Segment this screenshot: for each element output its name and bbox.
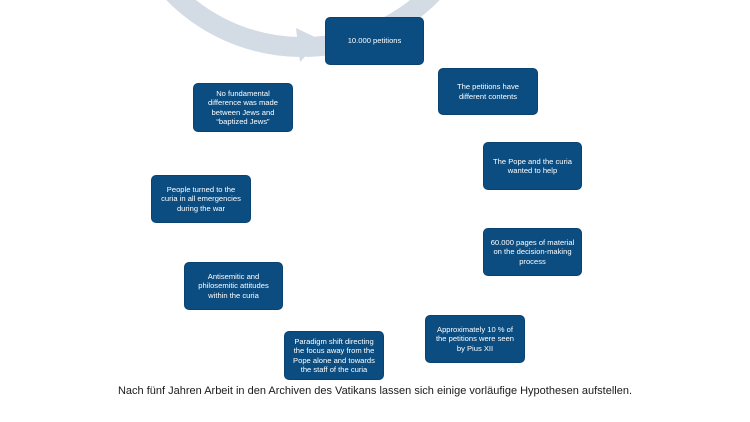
step-label: The Pope and the curia wanted to help: [493, 156, 572, 175]
step-label: 10.000 petitions: [347, 36, 402, 46]
step-label: The petitions have different contents: [456, 82, 520, 101]
step-label: No fundamental difference was made betwe…: [208, 88, 278, 126]
step-label: Approximately 10 % of the petitions were…: [435, 324, 515, 353]
step-paradigm-shift: Paradigm shift directing the focus away …: [284, 331, 384, 380]
step-10000-petitions: 10.000 petitions: [325, 17, 424, 65]
step-60000-pages: 60.000 pages of material on the decision…: [483, 228, 582, 276]
step-jews-and-baptized-jews: No fundamental difference was made betwe…: [193, 83, 293, 132]
step-antisemitic-attitudes: Antisemitic and philosemitic attitudes w…: [184, 262, 283, 310]
step-emergencies-during-war: People turned to the curia in all emerge…: [151, 175, 251, 223]
step-label: Paradigm shift directing the focus away …: [293, 336, 375, 374]
figure-caption: Nach fünf Jahren Arbeit in den Archiven …: [117, 385, 633, 397]
step-10-percent-seen: Approximately 10 % of the petitions were…: [425, 315, 525, 363]
step-different-contents: The petitions have different contents: [438, 68, 538, 115]
step-pope-and-curia-help: The Pope and the curia wanted to help: [483, 142, 582, 190]
step-label: People turned to the curia in all emerge…: [161, 184, 241, 213]
step-label: 60.000 pages of material on the decision…: [490, 237, 575, 266]
cycle-arrow-head: [296, 28, 321, 62]
step-label: Antisemitic and philosemitic attitudes w…: [198, 271, 269, 300]
